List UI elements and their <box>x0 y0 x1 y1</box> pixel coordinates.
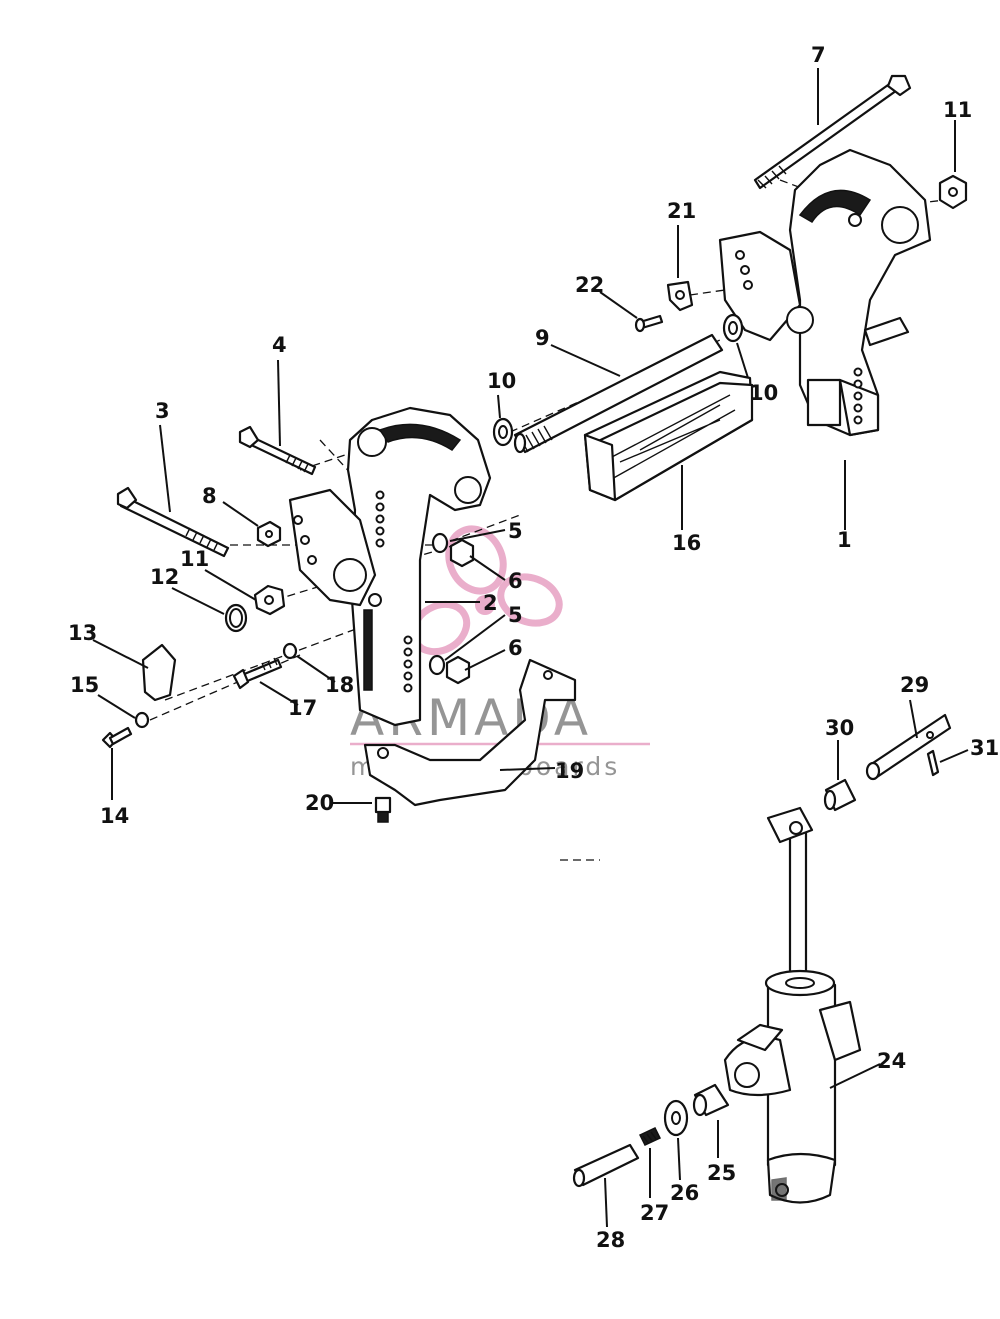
callout-12: 12 <box>150 565 179 589</box>
callout-labels: 1 2 3 4 5 5 6 6 7 8 9 10 10 11 11 12 13 … <box>68 43 999 1252</box>
callout-24: 24 <box>877 1049 906 1073</box>
callout-29: 29 <box>900 673 929 697</box>
part-24-tilt-cylinder <box>723 806 862 1204</box>
callout-2: 2 <box>483 591 498 615</box>
callout-4: 4 <box>272 333 287 357</box>
part-11-nut-right <box>938 174 968 210</box>
part-1-clamp-bracket-right <box>718 148 932 437</box>
callout-5-upper: 5 <box>508 519 523 543</box>
callout-10-left: 10 <box>487 369 516 393</box>
part-31-cotter-pin <box>926 749 940 777</box>
part-9-tilt-tube <box>513 333 724 454</box>
part-6-nut-lower <box>445 655 471 685</box>
part-8-nut <box>256 520 282 548</box>
leader-lines <box>92 68 969 1228</box>
callout-3: 3 <box>155 399 170 423</box>
callout-21: 21 <box>667 199 696 223</box>
callout-10-right: 10 <box>749 381 778 405</box>
part-13-cover-plate <box>141 643 177 702</box>
callout-1: 1 <box>837 528 852 552</box>
callout-5-lower: 5 <box>508 603 523 627</box>
callout-15: 15 <box>70 673 99 697</box>
part-5-washer-lower <box>428 654 446 676</box>
part-7-long-bolt <box>753 74 912 190</box>
callout-8: 8 <box>202 484 217 508</box>
callout-11-left: 11 <box>180 547 209 571</box>
callout-26: 26 <box>670 1181 699 1205</box>
propeller-logo-icon <box>409 525 563 656</box>
callout-31: 31 <box>970 736 999 760</box>
part-27-spring <box>638 1127 662 1146</box>
part-29-pivot-pin <box>865 713 952 781</box>
callout-14: 14 <box>100 804 129 828</box>
callout-19: 19 <box>555 759 584 783</box>
part-10-washer-left <box>492 417 514 447</box>
part-6-nut-upper <box>449 538 475 568</box>
callout-22: 22 <box>575 273 604 297</box>
callout-7: 7 <box>811 43 826 67</box>
callout-27: 27 <box>640 1201 669 1225</box>
part-28-pin <box>572 1143 640 1188</box>
part-18-washer <box>282 642 298 660</box>
callout-25: 25 <box>707 1161 736 1185</box>
part-30-bushing <box>823 778 857 812</box>
part-10-washer-right <box>722 313 744 343</box>
callout-6-upper: 6 <box>508 569 523 593</box>
part-21-clip <box>666 280 694 312</box>
callout-28: 28 <box>596 1228 625 1252</box>
callout-30: 30 <box>825 716 854 740</box>
part-3-long-bolt <box>116 486 230 558</box>
part-14-screw <box>101 726 133 749</box>
part-11-nut-left <box>253 584 286 616</box>
part-2-clamp-bracket-left <box>288 406 492 727</box>
callout-18: 18 <box>325 673 354 697</box>
callout-11-right: 11 <box>943 98 972 122</box>
part-4-bolt <box>238 425 317 476</box>
part-5-washer-upper <box>431 532 449 554</box>
part-25-bushing <box>692 1083 730 1117</box>
callout-17: 17 <box>288 696 317 720</box>
part-22-screw <box>634 314 664 333</box>
part-17-short-bolt <box>232 657 283 690</box>
part-20-screw <box>374 796 392 823</box>
callout-13: 13 <box>68 621 97 645</box>
part-16-spacer-block <box>583 370 754 502</box>
part-15-washer <box>134 711 150 729</box>
callout-16: 16 <box>672 531 701 555</box>
callout-9: 9 <box>535 326 550 350</box>
callout-6-lower: 6 <box>508 636 523 660</box>
callout-20: 20 <box>305 791 334 815</box>
